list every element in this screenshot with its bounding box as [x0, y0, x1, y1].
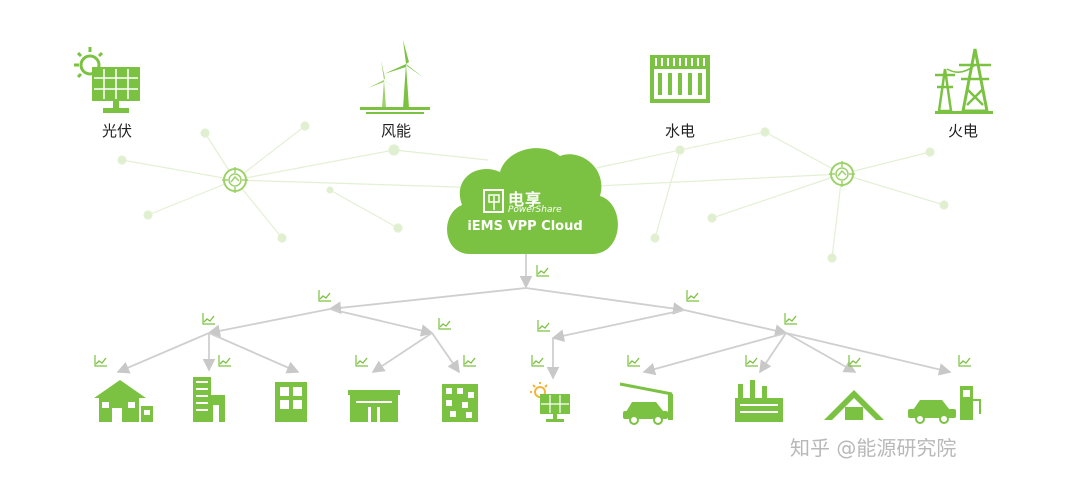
solar-source-icon: [74, 47, 140, 113]
powershare-logo-icon: [483, 189, 504, 213]
connector-lines: [116, 254, 952, 380]
chart-icon: [218, 355, 232, 367]
left-network-hub-icon: [221, 166, 249, 194]
chart-icon: [958, 355, 972, 367]
warehouse-endpoint-icon: [824, 390, 884, 420]
right-network-hub-icon: [828, 160, 856, 188]
factory-hall-endpoint-icon: [348, 390, 400, 422]
source-label-solar: 光伏: [101, 122, 132, 140]
office-endpoint-icon: [275, 382, 307, 422]
ev-carport-endpoint-icon: [619, 382, 673, 425]
apartment-endpoint-icon: [193, 377, 225, 422]
chart-icon: [537, 320, 551, 332]
chart-icon: [318, 290, 332, 302]
chart-icon: [94, 355, 108, 367]
chart-icon: [355, 355, 369, 367]
ev-charger-endpoint-icon: [908, 386, 981, 424]
chart-icon: [463, 355, 477, 367]
hydro-source-icon: [650, 55, 710, 103]
chart-icon: [202, 313, 216, 325]
right-network-web: [595, 127, 949, 263]
chart-icon: [536, 265, 550, 277]
left-network-web: [117, 121, 489, 243]
wind-source-icon: [360, 40, 430, 114]
source-label-hydro: 水电: [664, 122, 695, 140]
cloud-title: iEMS VPP Cloud: [467, 219, 583, 234]
house-endpoint-icon: [94, 380, 153, 422]
chart-icon: [745, 355, 759, 367]
brand-name-cn: 电享: [508, 190, 543, 209]
monitor-chart-icons: [94, 265, 972, 367]
chart-icon: [784, 313, 798, 325]
chart-icon: [848, 355, 862, 367]
source-label-wind: 风能: [380, 122, 411, 140]
watermark: 知乎 @能源研究院: [790, 436, 957, 460]
tower-block-endpoint-icon: [442, 384, 478, 422]
source-label-thermal: 火电: [947, 122, 978, 140]
solar-endpoint-icon: [530, 382, 570, 422]
thermal-source-icon: [935, 48, 993, 114]
industrial-plant-endpoint-icon: [735, 380, 783, 422]
chart-icon: [438, 318, 452, 330]
chart-icon: [531, 355, 545, 367]
brand-name-en: PowerShare: [508, 205, 562, 215]
chart-icon: [686, 290, 700, 302]
cloud-shape: [447, 148, 618, 254]
chart-icon: [627, 355, 641, 367]
